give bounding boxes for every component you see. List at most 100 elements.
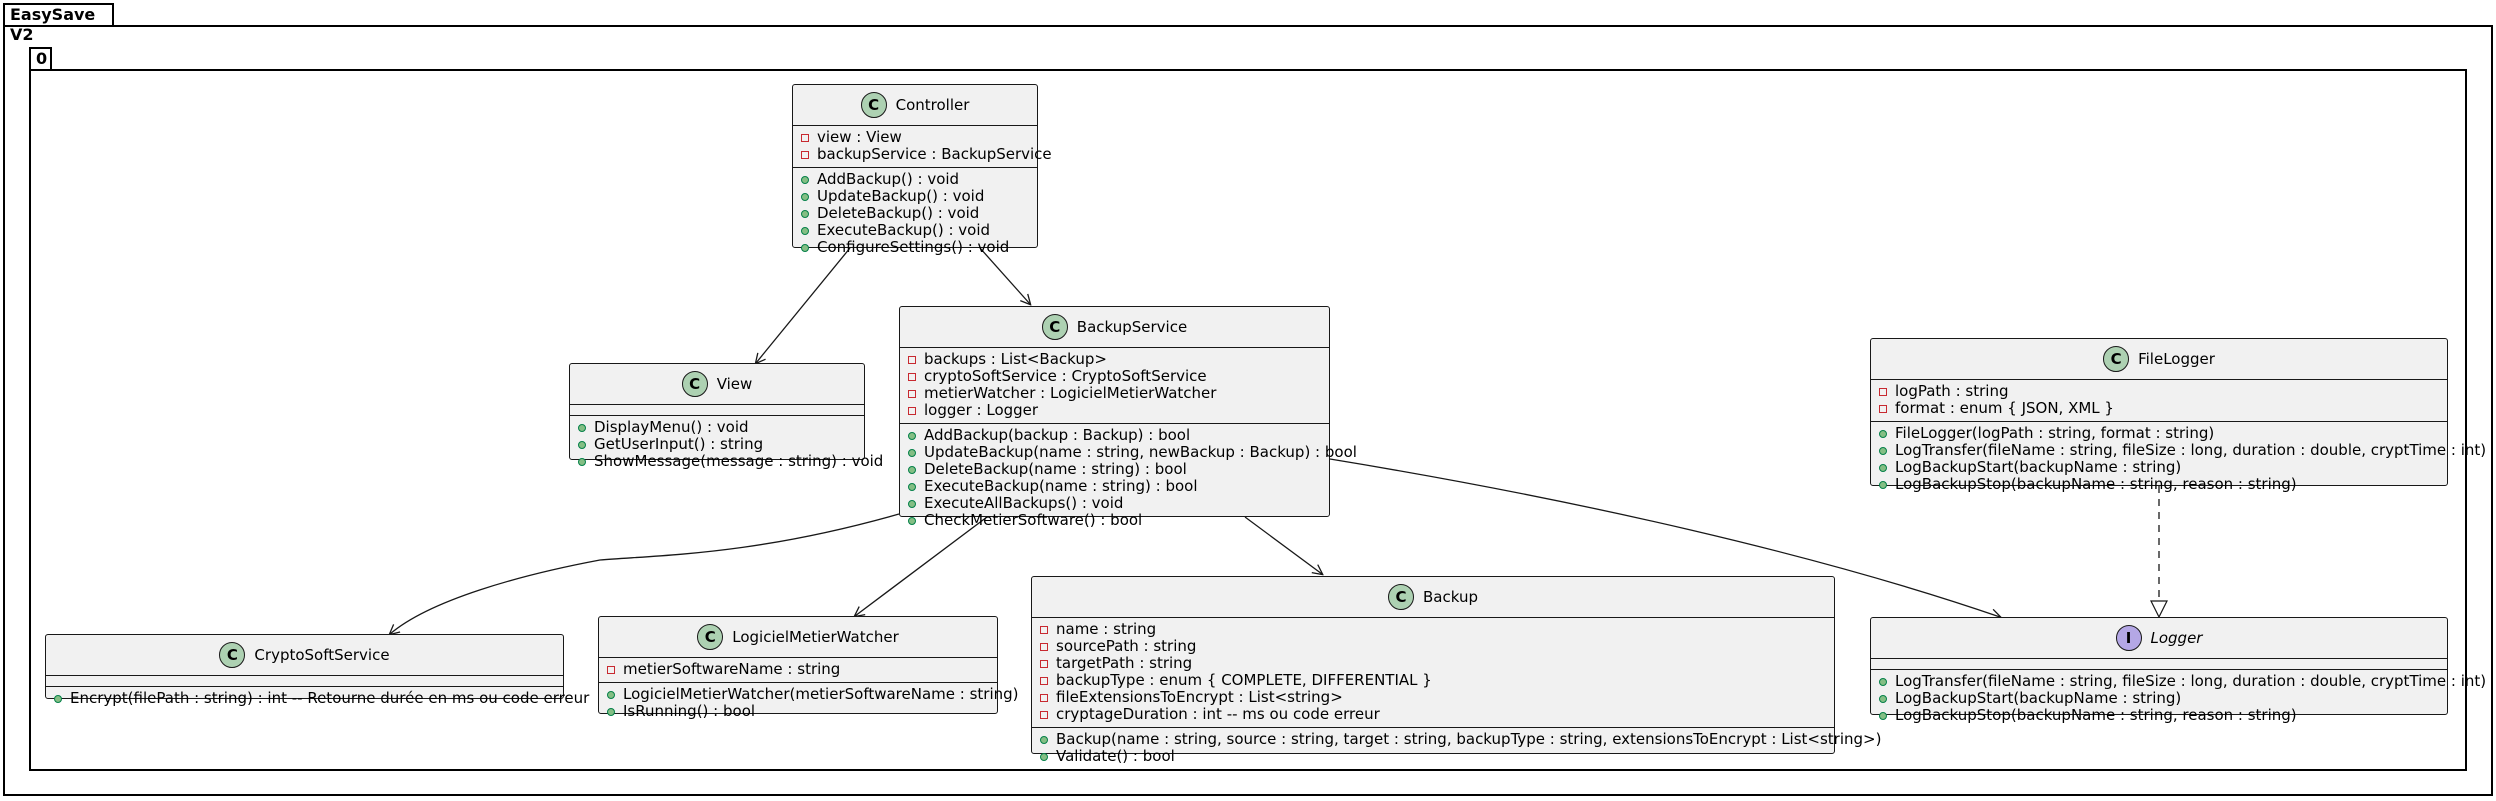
private-visibility-icon bbox=[908, 406, 916, 415]
method-text: AddBackup() : void bbox=[817, 170, 960, 188]
method-text: LogBackupStart(backupName : string) bbox=[1895, 458, 2182, 476]
method-text: DeleteBackup() : void bbox=[817, 204, 980, 222]
method-text: Encrypt(filePath : string) : int -- Reto… bbox=[70, 689, 590, 707]
public-visibility-icon bbox=[801, 226, 809, 235]
public-visibility-icon bbox=[54, 694, 62, 703]
public-visibility-icon bbox=[801, 175, 809, 184]
attribute-row: name : string bbox=[1040, 621, 1826, 638]
public-visibility-icon bbox=[908, 499, 916, 508]
attribute-text: metierWatcher : LogicielMetierWatcher bbox=[924, 384, 1217, 402]
attribute-text: sourcePath : string bbox=[1056, 637, 1197, 655]
method-row: LogBackupStop(backupName : string, reaso… bbox=[1879, 707, 2439, 724]
class-icon: C bbox=[1041, 314, 1068, 340]
attribute-text: backupService : BackupService bbox=[817, 145, 1052, 163]
attribute-text: backups : List<Backup> bbox=[924, 350, 1107, 368]
method-text: ExecuteBackup(name : string) : bool bbox=[924, 477, 1198, 495]
public-visibility-icon bbox=[1879, 463, 1887, 472]
class-icon: C bbox=[697, 624, 724, 650]
method-row: LogTransfer(fileName : string, fileSize … bbox=[1879, 673, 2486, 690]
method-row: Encrypt(filePath : string) : int -- Reto… bbox=[54, 690, 589, 707]
method-row: LogBackupStop(backupName : string, reaso… bbox=[1879, 476, 2439, 493]
attribute-text: name : string bbox=[1056, 620, 1157, 638]
attribute-row: backupService : BackupService bbox=[801, 146, 1052, 163]
attribute-text: metierSoftwareName : string bbox=[623, 660, 841, 678]
attribute-row: logger : Logger bbox=[908, 402, 1321, 419]
method-row: LogTransfer(fileName : string, fileSize … bbox=[1879, 442, 2486, 459]
method-text: DisplayMenu() : void bbox=[594, 418, 749, 436]
package-tab-easysave: EasySave V2 bbox=[3, 3, 114, 44]
attribute-row: metierSoftwareName : string bbox=[607, 661, 989, 678]
method-text: AddBackup(backup : Backup) : bool bbox=[924, 426, 1191, 444]
attribute-text: view : View bbox=[817, 128, 902, 146]
attribute-text: fileExtensionsToEncrypt : List<string> bbox=[1056, 688, 1343, 706]
class-logicielmetierwatcher[interactable]: C LogicielMetierWatcher metierSoftwareName… bbox=[598, 616, 1019, 720]
package-name-easysave: EasySave V2 bbox=[10, 5, 96, 44]
attribute-row: targetPath : string bbox=[1040, 655, 1826, 672]
public-visibility-icon bbox=[1879, 677, 1887, 686]
method-text: LogBackupStart(backupName : string) bbox=[1895, 689, 2182, 707]
class-name: Backup bbox=[1423, 588, 1478, 606]
public-visibility-icon bbox=[801, 192, 809, 201]
method-row: LogBackupStart(backupName : string) bbox=[1879, 459, 2439, 476]
method-row: Validate() : bool bbox=[1040, 748, 1826, 765]
attribute-row: view : View bbox=[801, 129, 1029, 146]
class-name: LogicielMetierWatcher bbox=[732, 628, 899, 646]
method-text: IsRunning() : bool bbox=[623, 702, 756, 720]
method-row: ExecuteBackup(name : string) : bool bbox=[908, 478, 1321, 495]
public-visibility-icon bbox=[801, 209, 809, 218]
package-easysave bbox=[3, 25, 2493, 796]
class-name: CryptoSoftService bbox=[254, 646, 390, 664]
public-visibility-icon bbox=[1879, 446, 1887, 455]
attribute-text: backupType : enum { COMPLETE, DIFFERENTI… bbox=[1056, 671, 1432, 689]
method-row: AddBackup(backup : Backup) : bool bbox=[908, 427, 1321, 444]
public-visibility-icon bbox=[908, 516, 916, 525]
attribute-row: format : enum { JSON, XML } bbox=[1879, 400, 2439, 417]
method-text: LogicielMetierWatcher(metierSoftwareName… bbox=[623, 685, 1019, 703]
method-row: LogBackupStart(backupName : string) bbox=[1879, 690, 2439, 707]
private-visibility-icon bbox=[1040, 676, 1048, 685]
public-visibility-icon bbox=[1879, 429, 1887, 438]
public-visibility-icon bbox=[1040, 752, 1048, 761]
attribute-text: cryptoSoftService : CryptoSoftService bbox=[924, 367, 1207, 385]
method-row: FileLogger(logPath : string, format : st… bbox=[1879, 425, 2439, 442]
attribute-text: logger : Logger bbox=[924, 401, 1039, 419]
attributes-section bbox=[46, 676, 563, 686]
method-row: AddBackup() : void bbox=[801, 171, 1029, 188]
class-icon: C bbox=[2103, 346, 2130, 372]
attribute-text: format : enum { JSON, XML } bbox=[1895, 399, 2114, 417]
attribute-row: logPath : string bbox=[1879, 383, 2439, 400]
attribute-row: sourcePath : string bbox=[1040, 638, 1826, 655]
relation-backupservice-logger bbox=[1329, 458, 2000, 617]
class-name: FileLogger bbox=[2138, 350, 2215, 368]
private-visibility-icon bbox=[908, 355, 916, 364]
method-text: ShowMessage(message : string) : void bbox=[594, 452, 884, 470]
private-visibility-icon bbox=[1040, 693, 1048, 702]
method-text: LogBackupStop(backupName : string, reaso… bbox=[1895, 706, 2297, 724]
methods-section: Backup(name : string, source : string, t… bbox=[1032, 727, 1881, 769]
relation-backupservice-cryptosoftservice bbox=[390, 513, 900, 634]
class-name: View bbox=[716, 375, 753, 393]
public-visibility-icon bbox=[1879, 711, 1887, 720]
attribute-text: logPath : string bbox=[1895, 382, 2009, 400]
methods-section: LogicielMetierWatcher(metierSoftwareName… bbox=[599, 682, 1019, 724]
method-text: FileLogger(logPath : string, format : st… bbox=[1895, 424, 2215, 442]
method-text: GetUserInput() : string bbox=[594, 435, 764, 453]
method-text: ExecuteAllBackups() : void bbox=[924, 494, 1124, 512]
method-row: ExecuteAllBackups() : void bbox=[908, 495, 1321, 512]
method-text: LogBackupStop(backupName : string, reaso… bbox=[1895, 475, 2297, 493]
public-visibility-icon bbox=[908, 465, 916, 474]
relation-backupservice-logicielmetierwatcher bbox=[855, 516, 988, 616]
